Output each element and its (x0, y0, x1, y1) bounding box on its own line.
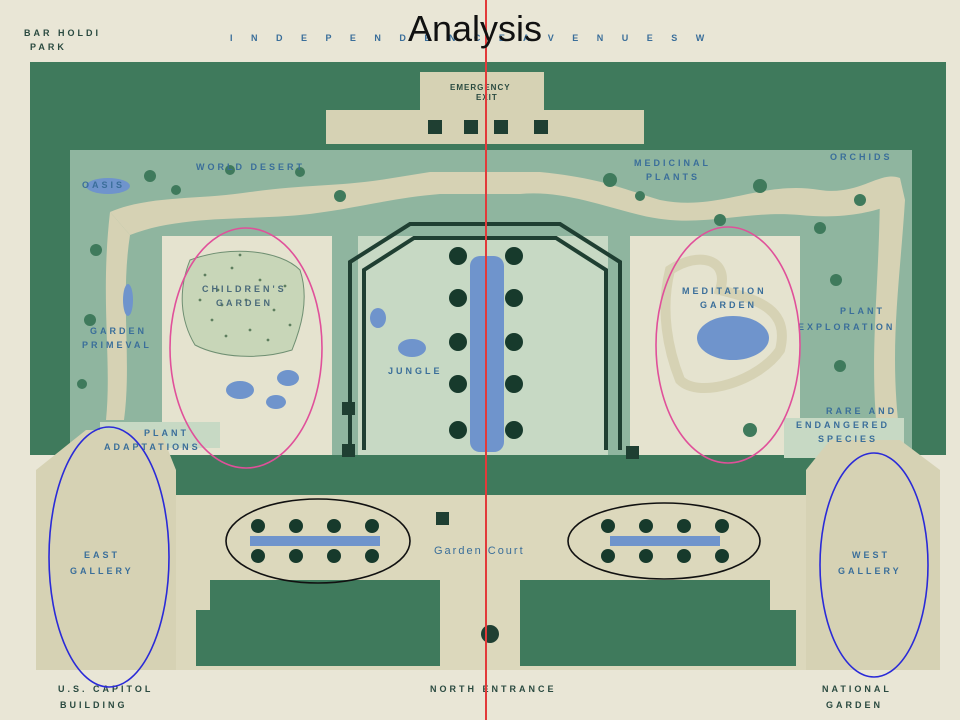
west-wall (30, 150, 70, 455)
label-orchids: ORCHIDS (830, 152, 893, 162)
stairs-icon-3 (626, 446, 639, 459)
pond-3 (266, 395, 286, 409)
label-east-gallery-2: GALLERY (70, 566, 134, 576)
court-block-right (516, 610, 796, 666)
east-wall (912, 150, 946, 455)
label-national-garden-1: NATIONAL (822, 684, 892, 694)
childrens-garden-planting (181, 250, 305, 357)
top-winding-path (110, 172, 905, 235)
court-bed-right (520, 580, 770, 610)
stairs-icon-2 (342, 444, 355, 457)
court-water-right (610, 536, 720, 546)
label-independence-ave: I N D E P E N D E N C E A V E N U E S W (230, 33, 712, 43)
pond-2 (277, 370, 299, 386)
restroom-icon (464, 120, 478, 134)
label-north-entrance: NORTH ENTRANCE (430, 684, 557, 694)
label-oasis: OASIS (82, 180, 125, 190)
court-water-left (250, 536, 380, 546)
childrens-garden-texture (198, 253, 292, 342)
label-capitol-1: U.S. CAPITOL (58, 684, 153, 694)
label-bartholdi-1: BAR HOLDI (24, 28, 101, 38)
label-emergency-1: EMERGENCY (450, 83, 511, 92)
information-icon (534, 120, 548, 134)
court-bed-left (210, 580, 440, 610)
label-adaptations-1: PLANT (144, 428, 189, 438)
label-bartholdi-2: PARK (30, 42, 67, 52)
west-path (105, 212, 130, 420)
label-primeval-2: PRIMEVAL (82, 340, 152, 350)
label-meditation-1: MEDITATION (682, 286, 767, 296)
annot-pink-left (169, 227, 323, 469)
pond-1 (226, 381, 254, 399)
annot-pink-right (655, 226, 801, 464)
map-labels: BAR HOLDI PARK I N D E P E N D E N C E A… (24, 28, 902, 710)
page-title: Analysis (407, 8, 543, 49)
label-medicinal-1: MEDICINAL (634, 158, 711, 168)
meditation-path (660, 254, 787, 393)
analysis-annotations (48, 0, 929, 720)
label-world-desert: WORLD DESERT (196, 162, 305, 172)
annot-blue-left (48, 426, 170, 688)
north-entrance-hall (440, 600, 520, 670)
label-rare-3: SPECIES (818, 434, 878, 444)
court-palms (251, 519, 729, 563)
label-medicinal-2: PLANTS (646, 172, 700, 182)
label-west-gallery-2: GALLERY (838, 566, 902, 576)
elevator-icon (494, 120, 508, 134)
entrance-marker-icon (481, 625, 499, 643)
oasis-pond (86, 178, 130, 194)
label-west-gallery-1: WEST (852, 550, 890, 560)
annot-black-right (567, 502, 761, 580)
jungle-palms (449, 247, 523, 439)
south-band (66, 455, 916, 495)
label-garden-court: Garden Court (434, 545, 525, 557)
jungle-pond-2 (398, 339, 426, 357)
label-childrens-1: CHILDREN'S (202, 284, 287, 294)
label-exploration-1: PLANT (840, 306, 885, 316)
label-meditation-2: GARDEN (700, 300, 757, 310)
label-rare-1: RARE AND (826, 406, 897, 416)
label-childrens-2: GARDEN (216, 298, 273, 308)
shrubs (77, 165, 866, 437)
label-primeval-1: GARDEN (90, 326, 147, 336)
meditation-pond (697, 316, 769, 360)
label-national-garden-2: GARDEN (826, 700, 883, 710)
label-adaptations-2: ADAPTATIONS (104, 442, 201, 452)
label-capitol-2: BUILDING (60, 700, 128, 710)
label-rare-2: ENDANGERED (796, 420, 890, 430)
emergency-exit-block (420, 72, 544, 112)
primeval-stream (123, 284, 133, 316)
jungle-pond-1 (370, 308, 386, 328)
east-gallery-room (36, 430, 176, 670)
stairs-icon (428, 120, 442, 134)
annot-blue-right (819, 452, 929, 678)
west-gallery-room (806, 440, 940, 670)
accessible-icon-1 (342, 402, 355, 415)
label-exploration-2: EXPLORATION (798, 322, 895, 332)
label-jungle: JUNGLE (388, 366, 443, 376)
accessible-icon-2 (436, 512, 449, 525)
label-east-gallery-1: EAST (84, 550, 120, 560)
court-block-left (196, 610, 446, 666)
annot-black-left (225, 498, 411, 584)
east-path (874, 180, 905, 420)
